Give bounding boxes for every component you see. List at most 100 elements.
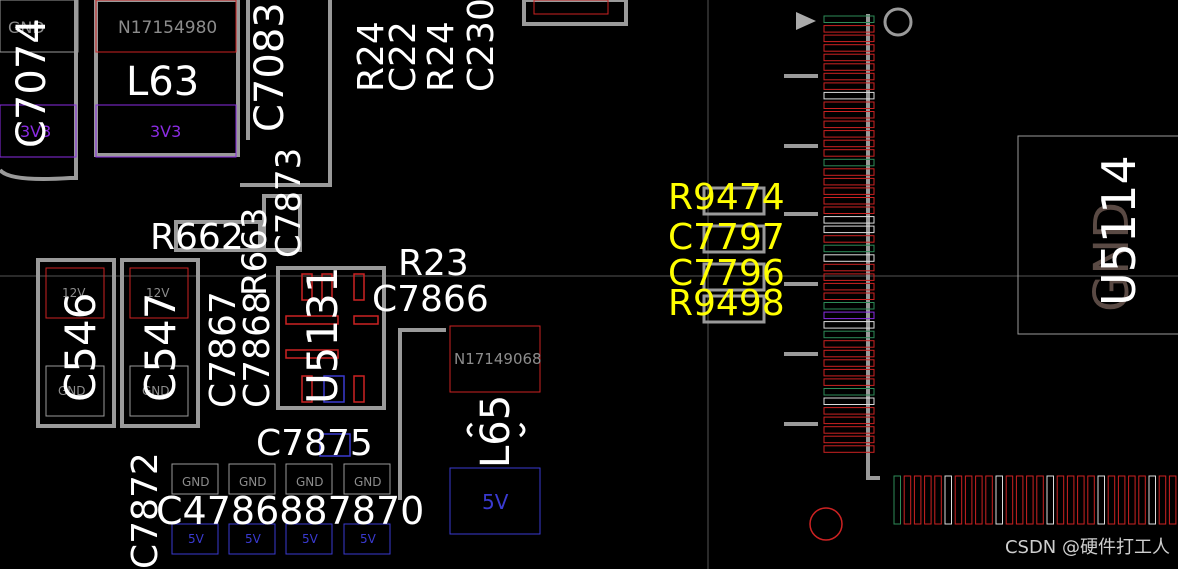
connector-pad-bottom <box>1005 475 1014 525</box>
connector-pad <box>823 388 875 396</box>
connector-pad <box>823 111 875 119</box>
refdes-c7866[interactable]: C7866 <box>372 279 489 320</box>
refdes-c230[interactable]: C230 <box>461 0 502 92</box>
u5131-pad-1 <box>301 273 313 301</box>
connector-pad <box>823 177 875 186</box>
connector-pad <box>823 368 875 377</box>
connector-pad <box>823 330 875 339</box>
net-3v3-left: 3V3 <box>20 122 52 141</box>
net-gnd-c547: GND <box>142 384 170 398</box>
pin1-triangle-marker <box>796 12 816 30</box>
connector-pad <box>823 53 875 62</box>
connector-pad <box>823 416 875 425</box>
connector-pad <box>823 187 875 195</box>
connector-pad <box>823 34 875 43</box>
pad-gnd-c547 <box>129 365 189 417</box>
connector-pad <box>823 101 875 109</box>
net-3v3-l63: 3V3 <box>150 122 182 141</box>
connector-pad <box>823 426 875 434</box>
net-5v-b2: 5V <box>245 532 261 546</box>
refdes-c7796[interactable]: C7796 <box>668 253 785 294</box>
net-n17149068: N17149068 <box>454 350 542 368</box>
connector-pad <box>823 302 875 310</box>
outline-c547 <box>120 258 200 428</box>
connector-pad-bottom <box>1148 475 1156 525</box>
connector-pad <box>823 158 875 167</box>
connector-pad <box>823 282 875 291</box>
refdes-l65[interactable]: L65 <box>473 394 519 468</box>
connector-pad <box>823 139 875 148</box>
net-gnd-b3: GND <box>296 475 324 489</box>
connector-pad-bottom <box>1077 475 1085 525</box>
u5131-pad-7 <box>301 375 313 403</box>
connector-pad <box>823 407 875 415</box>
watermark: CSDN @硬件打工人 <box>1004 537 1170 558</box>
connector-pad-bottom <box>985 475 993 525</box>
connector-pad <box>823 435 875 444</box>
connector-pad-bottom <box>954 475 963 525</box>
refdes-r9498[interactable]: R9498 <box>668 283 785 324</box>
connector-pad <box>823 15 875 23</box>
refdes-c7873[interactable]: C7873 <box>269 147 309 258</box>
connector-pad <box>823 206 875 214</box>
connector-pad <box>823 225 875 234</box>
refdes-c22[interactable]: C22 <box>383 21 424 92</box>
net-n17154980: N17154980 <box>118 18 218 38</box>
refdes-r9474[interactable]: R9474 <box>668 177 785 218</box>
pad-12v-c547 <box>129 267 189 319</box>
connector-pads-vertical <box>823 15 875 453</box>
refdes-r662[interactable]: R662 <box>150 217 244 258</box>
connector-pad-bottom <box>1087 475 1095 525</box>
outline-u5114 <box>1017 135 1178 335</box>
refdes-c7875[interactable]: C7875 <box>256 423 373 464</box>
connector-pad <box>823 44 875 52</box>
connector-pad-bottom <box>903 475 912 525</box>
connector-pad-bottom <box>1015 475 1024 525</box>
net-gnd-topleft: GND <box>8 18 45 37</box>
connector-pad <box>823 130 875 138</box>
u5131-pad-9 <box>353 375 365 403</box>
connector-pad-bottom <box>1097 475 1105 525</box>
u5131-pad-4 <box>285 315 339 325</box>
connector-pad <box>823 216 875 224</box>
connector-pad <box>823 445 875 453</box>
connector-tick-marks <box>784 74 818 426</box>
connector-pad <box>823 91 875 100</box>
connector-pad-bottom <box>964 475 973 525</box>
net-gnd-b2: GND <box>239 475 267 489</box>
refdes-c7797[interactable]: C7797 <box>668 217 785 258</box>
connector-pad <box>823 120 875 129</box>
refdes-u5131[interactable]: U5131 <box>298 266 347 404</box>
connector-pad-bottom <box>913 475 922 525</box>
net-gnd-c546: GND <box>58 384 86 398</box>
refdes-r23[interactable]: R23 <box>398 243 469 284</box>
connector-pad <box>823 340 875 348</box>
refdes-c7074[interactable]: C7074 <box>9 18 55 148</box>
refdes-r24b[interactable]: R24 <box>421 21 462 92</box>
refdes-c546[interactable]: C546 <box>56 292 105 403</box>
connector-pad-bottom <box>1026 475 1034 525</box>
refdes-c7083[interactable]: C7083 <box>247 2 293 132</box>
connector-pad <box>823 273 875 281</box>
bottom-capacitor-row <box>171 463 391 555</box>
u5131-pad-8 <box>323 375 345 403</box>
refdes-c7868[interactable]: C7868 <box>237 291 278 408</box>
refdes-r663[interactable]: R663 <box>235 207 275 296</box>
u5131-pad-6 <box>285 349 339 359</box>
connector-pad <box>823 149 875 157</box>
connector-pad-bottom <box>1138 475 1146 525</box>
pad-c7875 <box>319 433 351 457</box>
refdes-u5114[interactable]: U5114 <box>1092 155 1146 306</box>
net-gnd-b4: GND <box>354 475 382 489</box>
refdes-c547[interactable]: C547 <box>136 292 185 403</box>
refdes-l63[interactable]: L63 <box>126 59 200 105</box>
pad-gnd-c546 <box>45 365 105 417</box>
u5131-pad-3 <box>353 273 365 301</box>
connector-pad <box>823 359 875 367</box>
connector-pad <box>823 25 875 33</box>
net-gnd-b1: GND <box>182 475 210 489</box>
connector-pads-horizontal <box>893 475 1177 525</box>
connector-pad <box>823 292 875 300</box>
refdes-bottom-row-overlap[interactable]: C4786887870 <box>156 489 425 533</box>
